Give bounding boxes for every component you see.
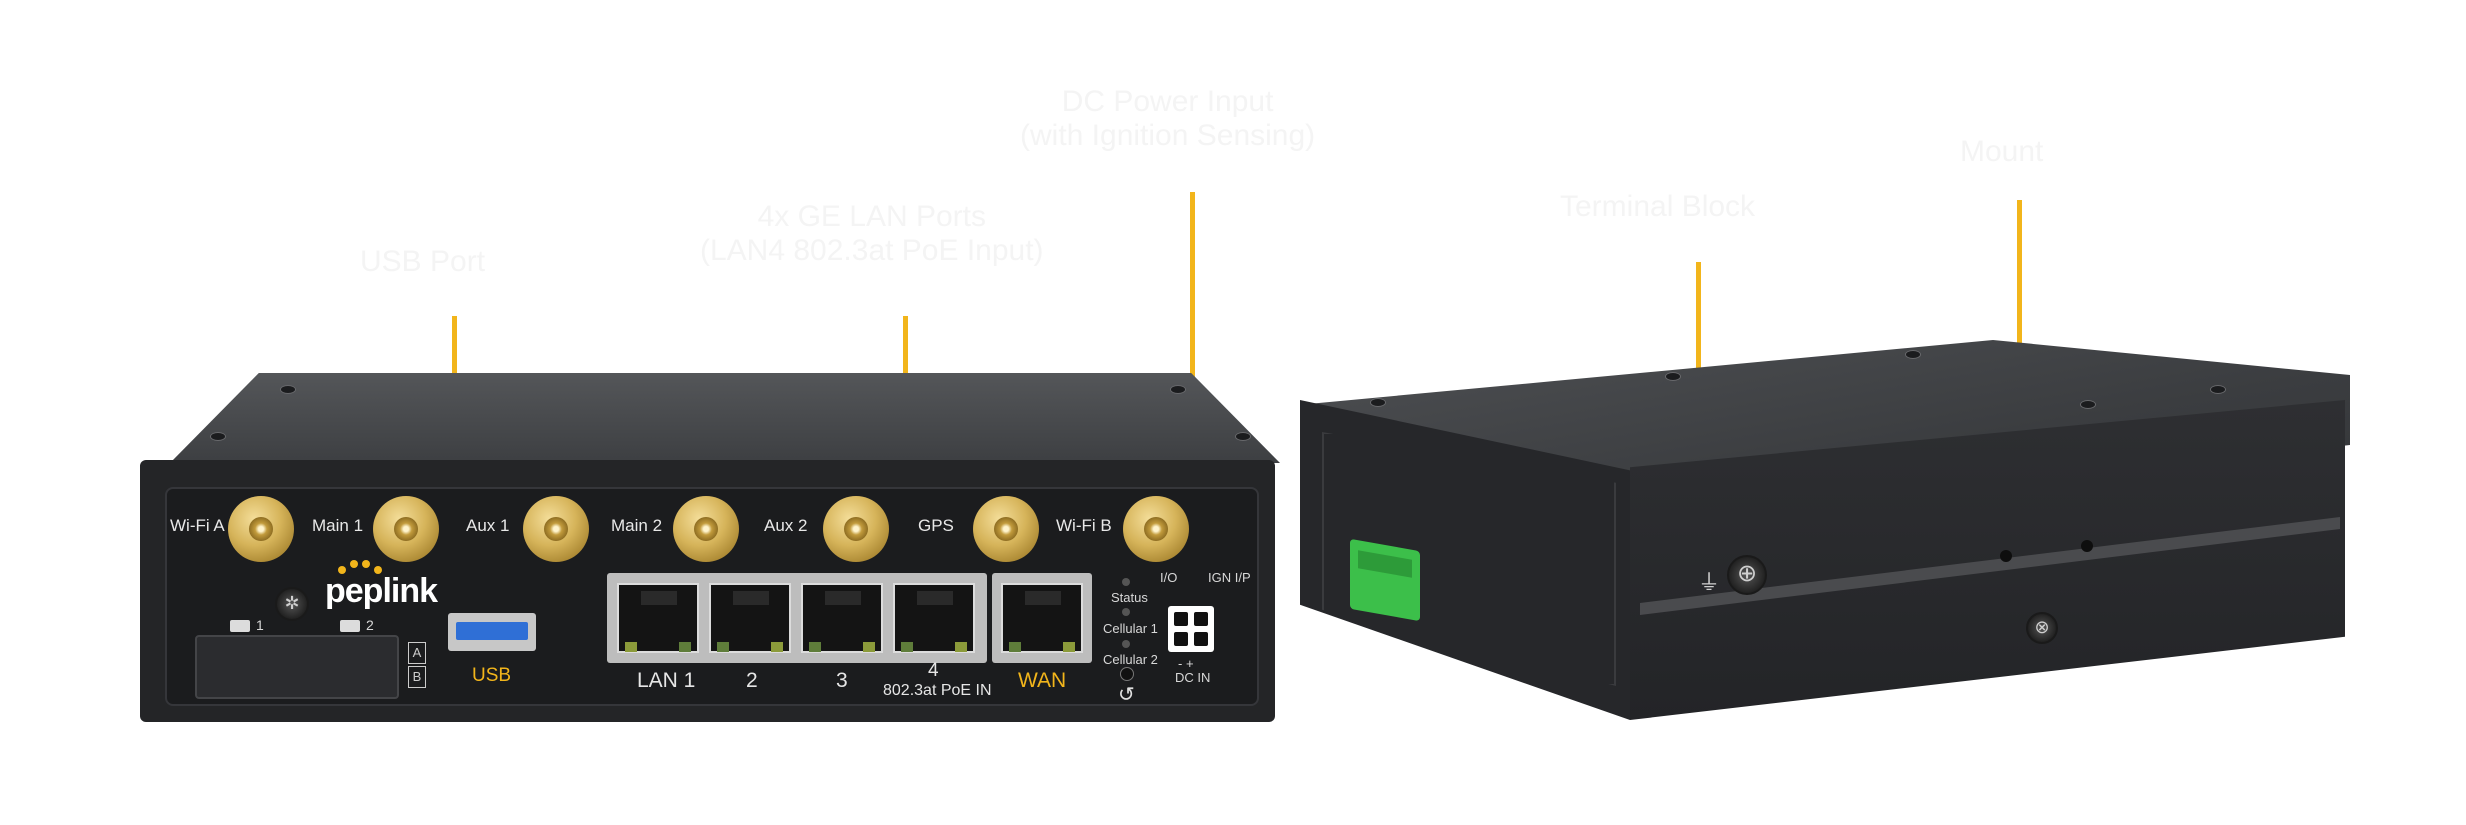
side-callout: Terminal Block	[1560, 190, 1756, 223]
reset-icon: ↺	[1118, 684, 1135, 706]
brand-logo: peplink	[325, 572, 438, 610]
chassis-screw-icon: ⊗	[2026, 612, 2058, 644]
cellular-2-led	[1122, 640, 1130, 648]
dc-pin	[1174, 632, 1188, 646]
front-device-top	[170, 373, 1280, 463]
antenna-connector-main-2[interactable]	[673, 496, 739, 562]
lan-port-2[interactable]	[709, 583, 791, 653]
top-screw-hole	[1235, 432, 1251, 441]
power-callout: DC Power Input (with Ignition Sensing)	[1020, 85, 1316, 152]
antenna-label-wifi-a: Wi-Fi A	[170, 516, 225, 535]
antenna-label-aux-2: Aux 2	[764, 516, 808, 535]
wan-port[interactable]	[1001, 583, 1083, 653]
antenna-label-aux-1: Aux 1	[466, 516, 510, 535]
side-leader-line	[1696, 262, 1701, 428]
usb-callout: USB Port	[360, 245, 486, 278]
lan-callout: 4x GE LAN Ports (LAN4 802.3at PoE Input)	[700, 200, 1044, 267]
top-screw-hole	[2080, 400, 2096, 409]
usb-label: USB	[472, 665, 512, 686]
antenna-connector-wifi-b[interactable]	[1123, 496, 1189, 562]
top-screw-hole	[1905, 350, 1921, 359]
port-led	[771, 642, 783, 652]
antenna-label-gps: GPS	[918, 516, 954, 535]
top-screw-hole	[280, 385, 296, 394]
dc-pin	[1194, 612, 1208, 626]
top-screw-hole	[1370, 398, 1386, 407]
top-screw-hole	[2210, 385, 2226, 394]
cellular-1-led	[1122, 608, 1130, 616]
port-led	[809, 642, 821, 652]
poe-label: 802.3at PoE IN	[883, 682, 992, 699]
port-led	[717, 642, 729, 652]
port-led	[863, 642, 875, 652]
reset-pinhole[interactable]	[1120, 667, 1134, 681]
top-screw-hole	[1170, 385, 1186, 394]
ign-label: IGN I/P	[1208, 570, 1251, 585]
antenna-connector-aux-2[interactable]	[823, 496, 889, 562]
status-led	[1122, 578, 1130, 586]
port-led	[679, 642, 691, 652]
terminal-block-connector[interactable]	[1350, 538, 1420, 622]
logo-dot	[362, 560, 370, 568]
status-label: Status	[1111, 590, 1148, 605]
screw-icon: ✲	[275, 587, 309, 621]
sim-slot-cover[interactable]	[195, 635, 399, 699]
lan-4-label: 4	[928, 660, 939, 681]
dc-pin	[1194, 632, 1208, 646]
antenna-connector-aux-1[interactable]	[523, 496, 589, 562]
logo-dot	[350, 560, 358, 568]
mounting-hole	[2000, 550, 2012, 562]
usb-port[interactable]	[448, 613, 536, 651]
dc-polarity-label: - +	[1178, 656, 1194, 671]
antenna-label-main-2: Main 2	[611, 516, 663, 535]
sim-select-b: B	[408, 666, 426, 688]
top-screw-hole	[1665, 372, 1681, 381]
antenna-connector-main-1[interactable]	[373, 496, 439, 562]
cellular-2-label: Cellular 2	[1103, 652, 1158, 667]
dc-in-label: DC IN	[1175, 670, 1211, 685]
right-callout: Mount	[1960, 135, 2044, 168]
sim-slot-2-tab[interactable]	[340, 620, 360, 632]
logo-dot	[338, 566, 346, 574]
right-leader-line	[2017, 200, 2022, 365]
port-led	[625, 642, 637, 652]
lan-port-3[interactable]	[801, 583, 883, 653]
ground-icon: ⏚	[1698, 570, 1721, 595]
lan-1-label: LAN 1	[637, 669, 696, 692]
lan-3-label: 3	[836, 669, 848, 692]
port-led	[1063, 642, 1075, 652]
port-led	[1009, 642, 1021, 652]
port-led	[955, 642, 967, 652]
sim-select-a: A	[408, 642, 426, 664]
top-screw-hole	[210, 432, 226, 441]
dc-pin	[1174, 612, 1188, 626]
antenna-connector-wifi-a[interactable]	[228, 496, 294, 562]
sim-slot-1-tab[interactable]	[230, 620, 250, 632]
port-led	[901, 642, 913, 652]
logo-dot	[374, 566, 382, 574]
cellular-1-label: Cellular 1	[1103, 621, 1158, 636]
wan-label: WAN	[1018, 669, 1067, 692]
antenna-connector-gps[interactable]	[973, 496, 1039, 562]
lan-2-label: 2	[746, 669, 758, 692]
sim-slot-2-label: 2	[366, 617, 374, 633]
lan-port-1[interactable]	[617, 583, 699, 653]
dc-power-connector[interactable]	[1168, 606, 1214, 652]
antenna-label-wifi-b: Wi-Fi B	[1056, 516, 1112, 535]
antenna-label-main-1: Main 1	[312, 516, 364, 535]
ground-screw-icon: ⊕	[1727, 555, 1767, 595]
mounting-hole	[2081, 540, 2093, 552]
lan-port-4[interactable]	[893, 583, 975, 653]
io-label: I/O	[1160, 570, 1178, 585]
sim-slot-1-label: 1	[256, 617, 264, 633]
